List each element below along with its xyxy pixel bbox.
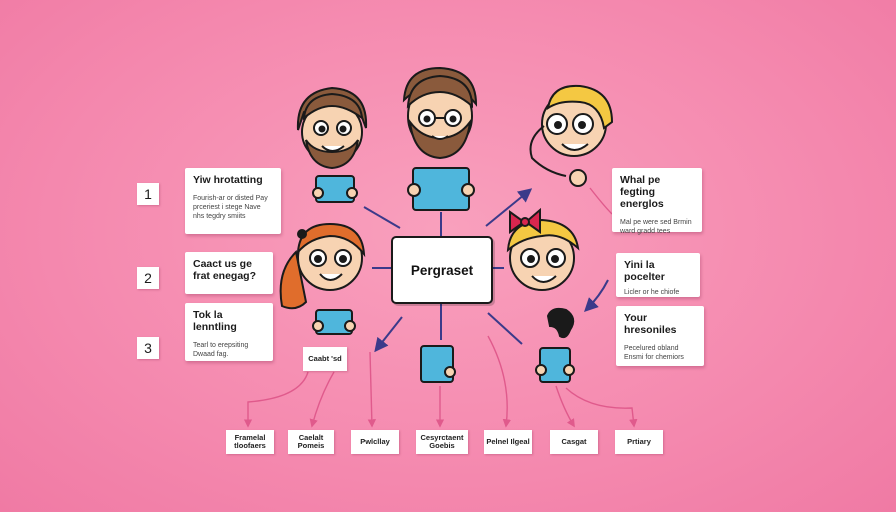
avatar-small-figure-right (535, 307, 575, 383)
left-card-3-body: Tearl to erepsiting Dwaad fag. (193, 342, 249, 358)
right-card-1-body: Mal pe were sed Brmin ward gradd tees (620, 219, 692, 235)
connector-top-left (363, 206, 401, 229)
step-number-1: 1 (137, 183, 159, 205)
left-card-1-body: Fourish-ar or disted Pay prceriest i ste… (193, 195, 268, 220)
step-number-2: 2 (137, 267, 159, 289)
right-card-3-title: Your hresoniles (624, 312, 677, 336)
avatar-blonde-girl-bow (506, 207, 580, 291)
left-card-3-title: Tok la lenntling (193, 309, 237, 333)
bottom-label-1[interactable]: Framelal tloofaers (226, 430, 274, 454)
right-card-2-title: Yini la pocelter (624, 259, 665, 283)
left-card-1-title: Yiw hrotatting (193, 174, 263, 186)
bottom-label-7[interactable]: Prtiary (615, 430, 663, 454)
left-card-3[interactable]: Tok la lenntling Tearl to erepsiting Dwa… (185, 303, 273, 361)
left-card-2[interactable]: Caact us ge frat enegag? (185, 252, 273, 294)
bottom-label-2[interactable]: Caelalt Pomeis (288, 430, 334, 454)
small-label-chip[interactable]: Caabt 'sd (303, 347, 347, 371)
avatar-bearded-man-center (402, 66, 478, 211)
step-number-3: 3 (137, 337, 159, 359)
left-card-1[interactable]: Yiw hrotatting Fourish-ar or disted Pay … (185, 168, 281, 234)
avatar-blonde-glasses-top-right (529, 84, 614, 187)
bottom-label-4[interactable]: Cesyrctaent Goebis (416, 430, 468, 454)
tablet-center-bottom (420, 345, 456, 383)
connector-bottom-right (487, 312, 523, 345)
center-node[interactable]: Pergraset (391, 236, 493, 304)
connector-right-card (584, 279, 609, 312)
left-card-2-title: Caact us ge frat enegag? (193, 258, 257, 282)
right-card-3-body: Pecelured obland Ensmi for chemiors (624, 345, 684, 361)
right-card-3[interactable]: Your hresoniles Pecelured obland Ensmi f… (616, 306, 704, 366)
right-card-1-title: Whal pe fegting energlos (620, 174, 664, 210)
right-card-2-body: Licler or he chiofe (624, 289, 680, 296)
connector-bottom-left (374, 316, 403, 353)
avatar-bearded-man-left (296, 86, 368, 203)
connectors (363, 188, 609, 353)
bottom-label-5[interactable]: Pelnel Ilgeal (484, 430, 532, 454)
bottom-label-3[interactable]: Pwlcllay (351, 430, 399, 454)
right-card-1[interactable]: Whal pe fegting energlos Mal pe were sed… (612, 168, 702, 235)
avatar-redhead-girl (279, 222, 366, 335)
right-card-2[interactable]: Yini la pocelter Licler or he chiofe (616, 253, 700, 297)
pink-connectors (243, 187, 638, 428)
connector-top-right (485, 188, 533, 227)
bottom-label-6[interactable]: Casgat (550, 430, 598, 454)
